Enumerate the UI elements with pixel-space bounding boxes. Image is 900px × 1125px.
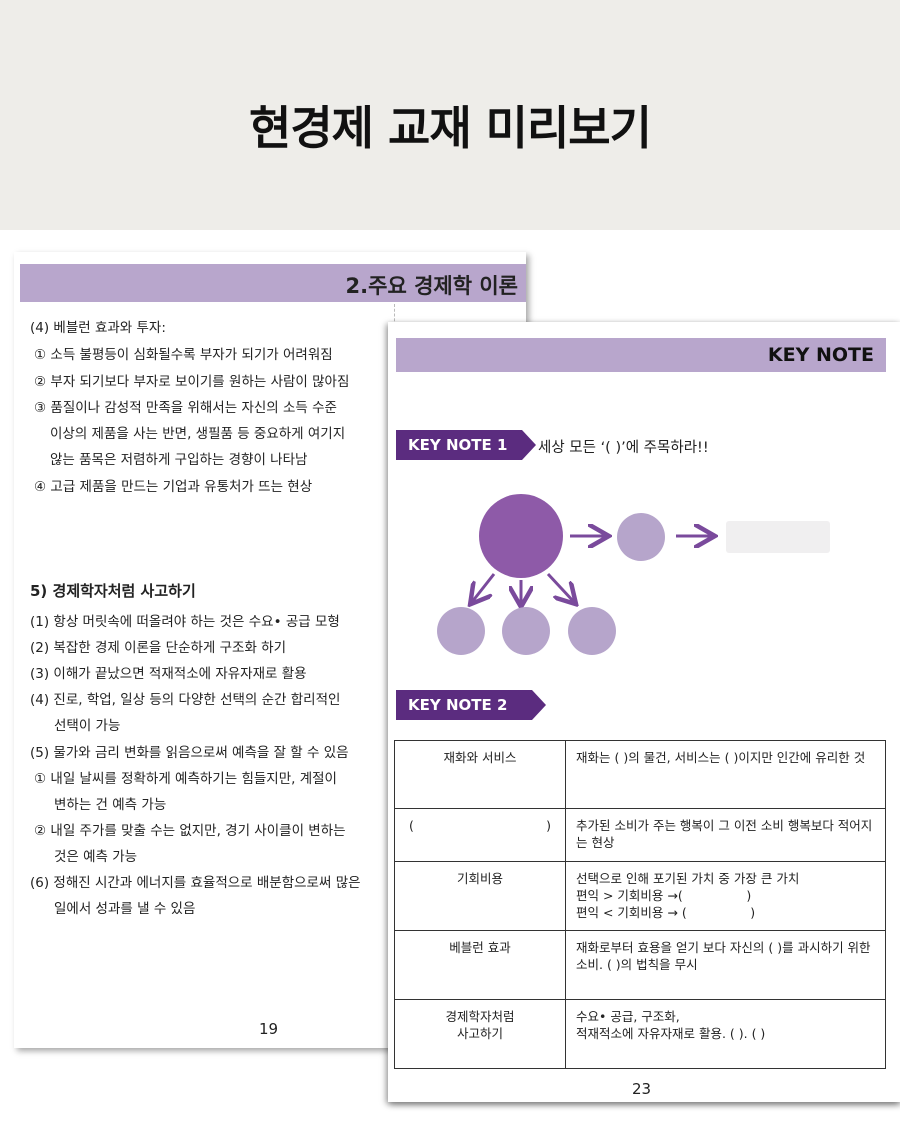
- term-cell: 재화와 서비스: [394, 740, 566, 809]
- text-line: 것은 예측 가능: [54, 849, 138, 865]
- term-line: 경제학자처럼: [445, 1009, 515, 1024]
- text-line: 변하는 건 예측 가능: [54, 797, 167, 813]
- desc-line: 적재적소에 자유자재로 활용. ( ). ( ): [576, 1026, 766, 1041]
- section-title: 2.주요 경제학 이론: [345, 274, 518, 298]
- child-circle: [568, 607, 616, 655]
- banner-title: 현경제 교재 미리보기: [249, 101, 652, 155]
- desc-line: 선택으로 인해 포기된 가치 중 가장 큰 가치: [576, 871, 800, 886]
- text-line: (6) 정해진 시간과 에너지를 효율적으로 배분함으로써 많은: [30, 875, 361, 891]
- preview-banner: 현경제 교재 미리보기: [0, 0, 900, 230]
- page-number: 23: [632, 1080, 652, 1098]
- term-cell: 베블런 효과: [394, 930, 566, 1000]
- text-line: (2) 복잡한 경제 이론을 단순하게 구조화 하기: [30, 640, 287, 656]
- table-row: 베블런 효과 재화로부터 효용을 얻기 보다 자신의 ( )를 과시하기 위한 …: [394, 930, 886, 1000]
- arrow-down-right-icon: [546, 572, 574, 602]
- keynote-1-text: 세상 모든 ‘( )’에 주목하라!!: [538, 440, 709, 456]
- text-line: 일에서 성과를 낼 수 있음: [54, 901, 196, 917]
- desc-cell: 재화로부터 효용을 얻기 보다 자신의 ( )를 과시하기 위한 소비. ( )…: [565, 930, 886, 1000]
- table-row: 경제학자처럼 사고하기 수요• 공급, 구조화, 적재적소에 자유자재로 활용.…: [394, 999, 886, 1069]
- term-cell: ( ): [394, 808, 566, 862]
- term-cell: 기회비용: [394, 861, 566, 931]
- text-line: ③ 품질이나 감성적 만족을 위해서는 자신의 소득 수준: [34, 400, 337, 416]
- desc-cell: 재화는 ( )의 물건, 서비스는 ( )이지만 인간에 유리한 것: [565, 740, 886, 809]
- keynote-header-title: KEY NOTE: [767, 344, 874, 366]
- text-line: ④ 고급 제품을 만드는 기업과 유통처가 뜨는 현상: [34, 479, 313, 495]
- table-row: 재화와 서비스 재화는 ( )의 물건, 서비스는 ( )이지만 인간에 유리한…: [394, 740, 886, 809]
- desc-cell: 추가된 소비가 주는 행복이 그 이전 소비 행복보다 적어지는 현상: [565, 808, 886, 862]
- table-row: ( ) 추가된 소비가 주는 행복이 그 이전 소비 행복보다 적어지는 현상: [394, 808, 886, 862]
- page-number: 19: [259, 1020, 279, 1038]
- open-paren: (: [409, 818, 414, 833]
- concept-diagram: [437, 494, 830, 655]
- desc-line: 편익 > 기회비용 →( ): [576, 888, 752, 903]
- main-circle: [479, 494, 563, 578]
- text-line: (4) 진로, 학업, 일상 등의 다양한 선택의 순간 합리적인: [30, 692, 341, 708]
- text-line: (5) 물가와 금리 변화를 읽음으로써 예측을 잘 할 수 있음: [30, 745, 349, 761]
- text-line: 선택이 가능: [54, 718, 121, 734]
- arrow-down-left-icon: [472, 573, 496, 602]
- section-header: 2.주요 경제학 이론: [20, 264, 526, 302]
- blank-box: [726, 521, 830, 553]
- child-circle: [502, 607, 550, 655]
- text-line: ① 소득 불평등이 심화될수록 부자가 되기가 어려워짐: [34, 347, 333, 363]
- secondary-circle: [617, 513, 665, 561]
- term-line: 사고하기: [456, 1026, 503, 1041]
- subsection-heading: 5) 경제학자처럼 사고하기: [30, 582, 196, 600]
- desc-line: 편익 < 기회비용 → ( ): [576, 905, 756, 920]
- desc-cell: 선택으로 인해 포기된 가치 중 가장 큰 가치 편익 > 기회비용 →( ) …: [565, 861, 886, 931]
- keynote-1-tag: KEY NOTE 1: [396, 430, 536, 460]
- term-cell: 경제학자처럼 사고하기: [394, 999, 566, 1069]
- text-line: 이상의 제품을 사는 반면, 생필품 등 중요하게 여기지: [50, 426, 346, 442]
- divider: [394, 304, 395, 326]
- desc-line: 수요• 공급, 구조화,: [576, 1009, 680, 1024]
- child-circle: [437, 607, 485, 655]
- text-line: ① 내일 날씨를 정확하게 예측하기는 힘들지만, 계절이: [34, 771, 337, 787]
- keynote-header: KEY NOTE: [396, 338, 886, 372]
- keynote-2-tag: KEY NOTE 2: [396, 690, 546, 720]
- text-line: (4) 베블런 효과와 투자:: [30, 320, 166, 336]
- text-line: (3) 이해가 끝났으면 적재적소에 자유자재로 활용: [30, 666, 307, 682]
- text-line: ② 내일 주가를 맞출 수는 없지만, 경기 사이클이 변하는: [34, 823, 346, 839]
- text-line: 않는 품목은 저렴하게 구입하는 경향이 나타남: [50, 452, 308, 468]
- desc-cell: 수요• 공급, 구조화, 적재적소에 자유자재로 활용. ( ). ( ): [565, 999, 886, 1069]
- table-row: 기회비용 선택으로 인해 포기된 가치 중 가장 큰 가치 편익 > 기회비용 …: [394, 861, 886, 931]
- close-paren: ): [546, 818, 551, 833]
- textbook-page-23: KEY NOTE KEY NOTE 1 세상 모든 ‘( )’에 주목하라!! …: [388, 322, 900, 1102]
- text-line: ② 부자 되기보다 부자로 보이기를 원하는 사람이 많아짐: [34, 374, 350, 390]
- text-line: (1) 항상 머릿속에 떠올려야 하는 것은 수요• 공급 모형: [30, 614, 340, 630]
- keynote-table: 재화와 서비스 재화는 ( )의 물건, 서비스는 ( )이지만 인간에 유리한…: [394, 740, 886, 1069]
